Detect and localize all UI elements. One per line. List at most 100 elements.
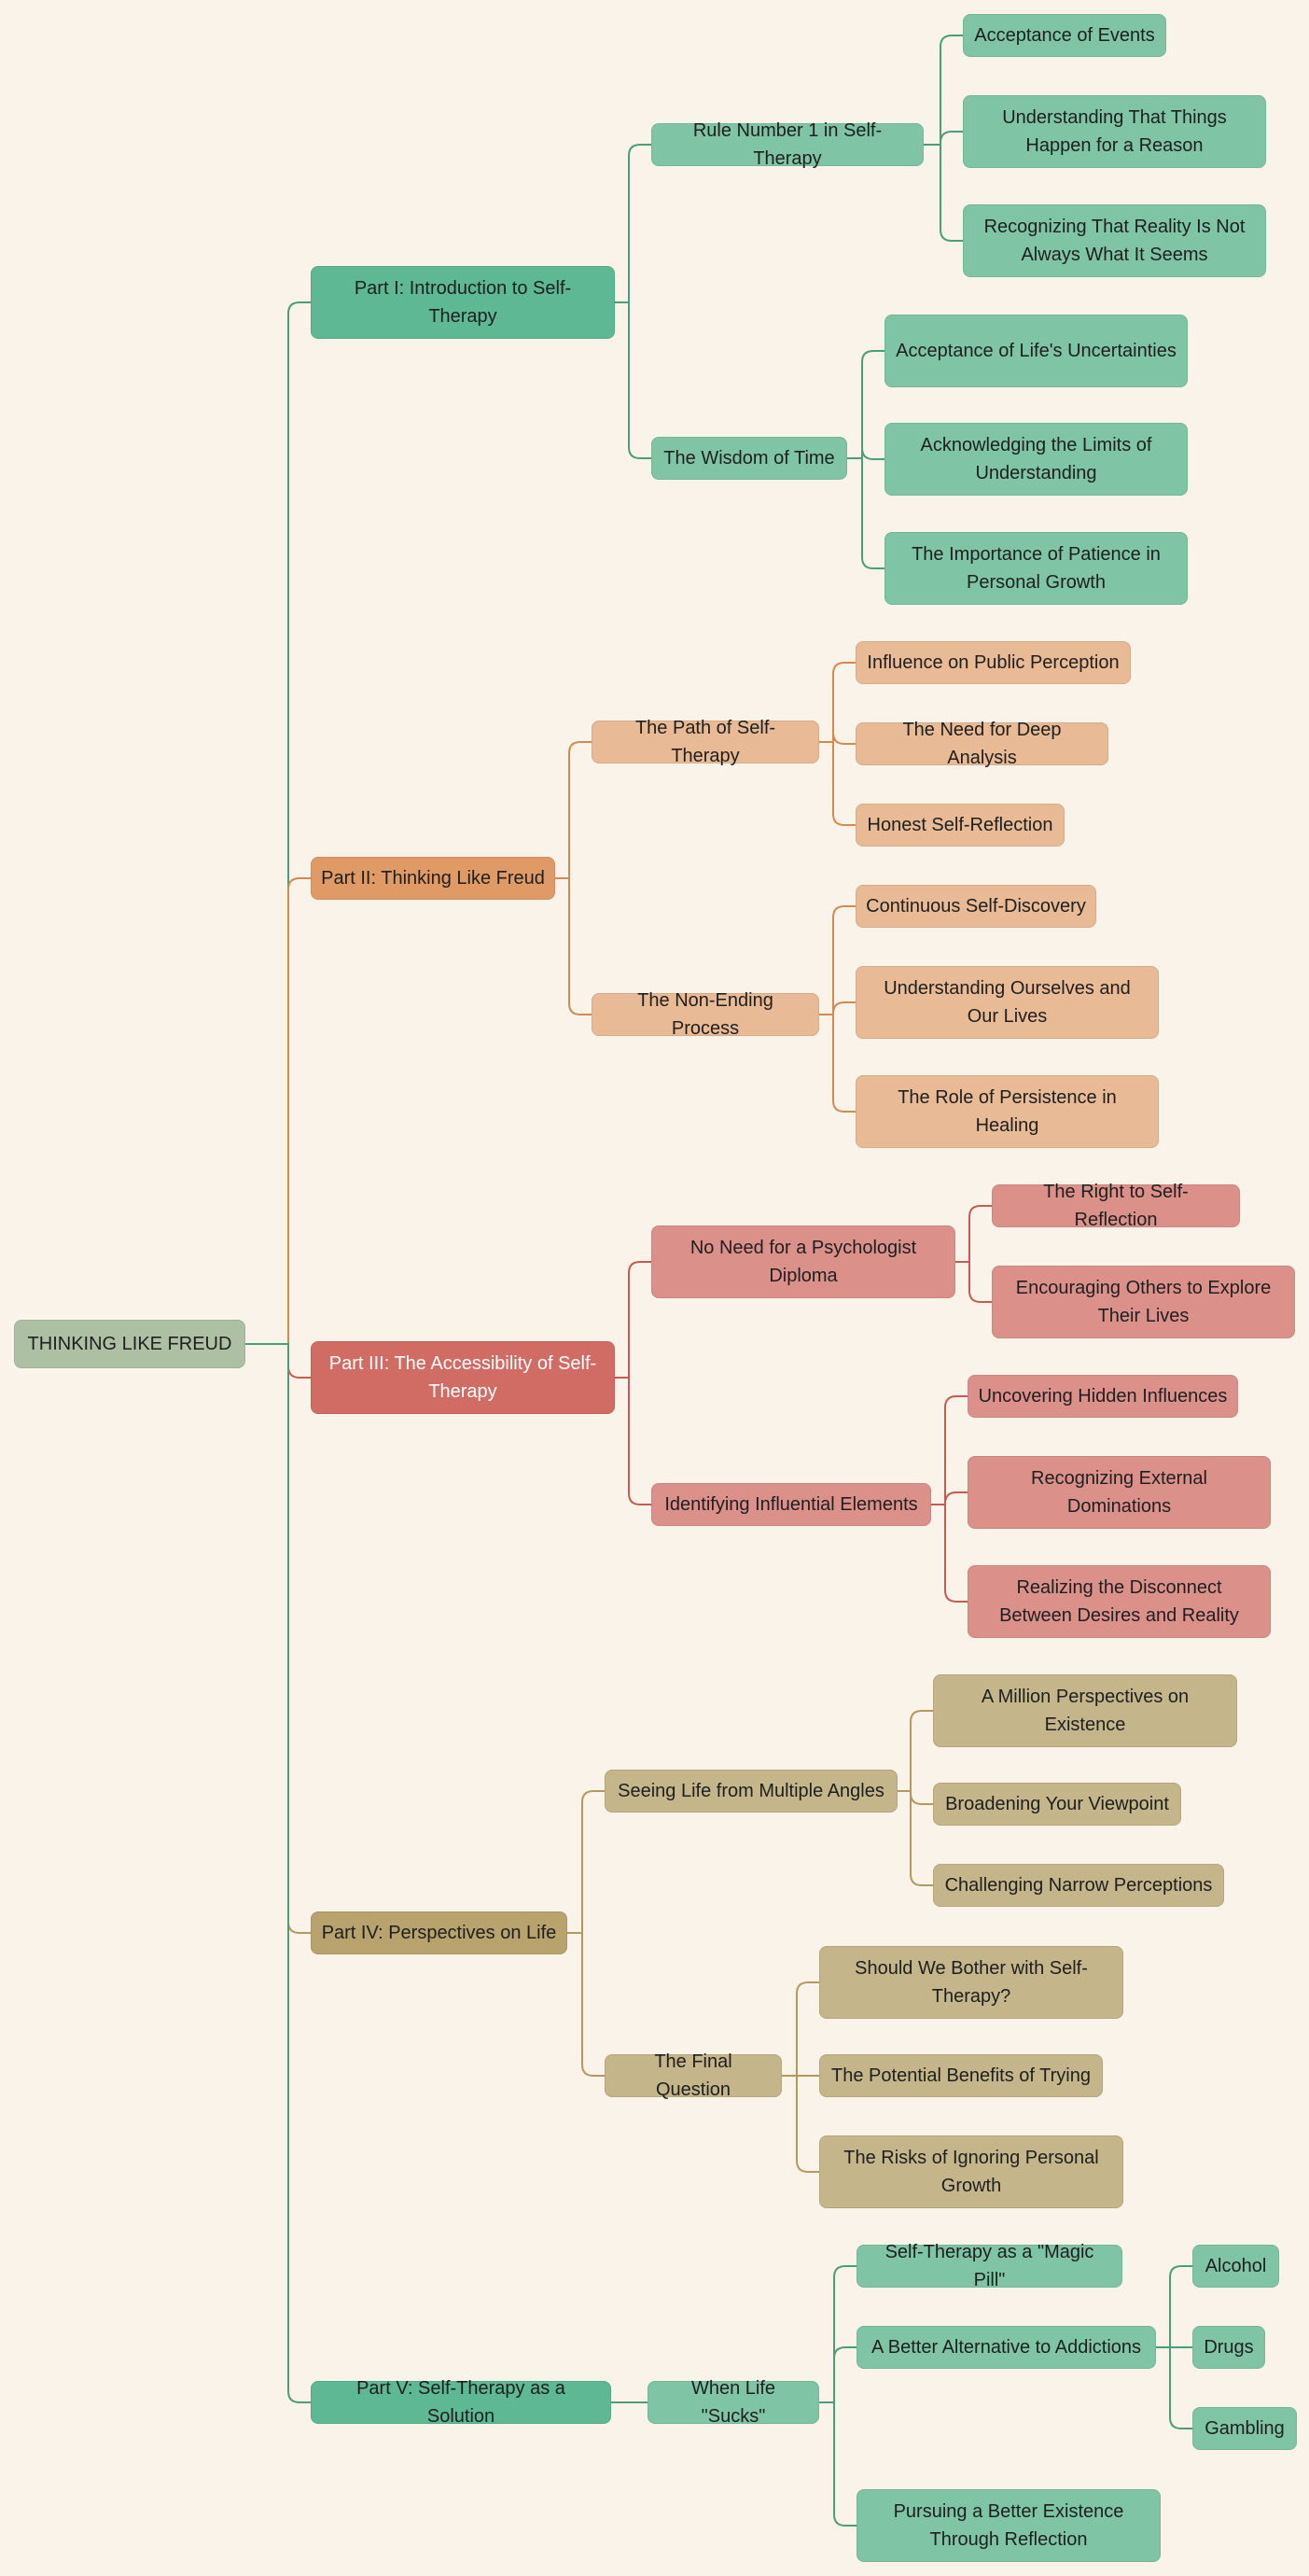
node-the-non-ending-process[interactable]: The Non-Ending Process (592, 990, 819, 1039)
node-understanding-ourselves-and-our-lives[interactable]: Understanding Ourselves and Our Lives (856, 966, 1159, 1039)
connector-p2-p2b (555, 877, 592, 1015)
node-label: Drugs (1204, 2337, 1254, 2358)
node-self-therapy-as-a-magic-pill[interactable]: Self-Therapy as a "Magic Pill" (856, 2242, 1122, 2290)
node-label: Recognizing That Reality Is Not Always W… (983, 217, 1246, 265)
node-understanding-that-things-happen-for-a-reason[interactable]: Understanding That Things Happen for a R… (963, 95, 1266, 168)
connector-p1a-p1a2 (924, 131, 963, 146)
connector-p3a-p3a1 (955, 1205, 992, 1263)
node-pursuing-a-better-existence-through-reflection[interactable]: Pursuing a Better Existence Through Refl… (856, 2489, 1161, 2562)
connector-p5a2-p5a2z (1156, 2346, 1192, 2429)
node-label: The Role of Persistence in Healing (898, 1087, 1117, 1136)
node-label: The Potential Benefits of Trying (831, 2065, 1091, 2086)
node-challenging-narrow-perceptions[interactable]: Challenging Narrow Perceptions (933, 1864, 1224, 1907)
connector-p3a-p3a2 (955, 1261, 992, 1303)
node-label: The Wisdom of Time (663, 448, 835, 469)
node-label: Continuous Self-Discovery (866, 896, 1086, 917)
connector-p2b-p2b1 (819, 905, 856, 1015)
connector-root-p4 (245, 1343, 311, 1934)
node-label: Understanding Ourselves and Our Lives (884, 978, 1131, 1027)
node-part-i-introduction-to-self-therapy[interactable]: Part I: Introduction to Self-Therapy (311, 266, 615, 339)
node-label: Part V: Self-Therapy as a Solution (356, 2378, 565, 2427)
node-label: The Right to Self-Reflection (1043, 1182, 1189, 1230)
node-part-v-self-therapy-as-a-solution[interactable]: Part V: Self-Therapy as a Solution (311, 2378, 611, 2427)
node-label: The Non-Ending Process (637, 990, 773, 1039)
connector-p1b-p1b1 (847, 350, 884, 459)
node-label: Acknowledging the Limits of Understandin… (920, 435, 1152, 483)
connector-p2b-p2b3 (819, 1014, 856, 1113)
node-label: When Life "Sucks" (690, 2378, 776, 2427)
node-label: Part II: Thinking Like Freud (321, 868, 545, 889)
node-influence-on-public-perception[interactable]: Influence on Public Perception (856, 641, 1131, 684)
connector-p2b-p2b2 (819, 1001, 856, 1015)
node-should-we-bother-with-self-therapy[interactable]: Should We Bother with Self-Therapy? (819, 1946, 1123, 2019)
node-the-path-of-self-therapy[interactable]: The Path of Self-Therapy (592, 718, 819, 766)
node-alcohol[interactable]: Alcohol (1192, 2245, 1279, 2288)
connector-p1b-p1b2 (847, 447, 884, 460)
node-label: THINKING LIKE FREUD (27, 1334, 232, 1354)
node-the-role-of-persistence-in-healing[interactable]: The Role of Persistence in Healing (856, 1075, 1159, 1148)
node-acceptance-of-life-s-uncertainties[interactable]: Acceptance of Life's Uncertainties (884, 315, 1188, 387)
connector-p1a-p1a3 (924, 144, 963, 242)
connector-p2-p2a (555, 741, 592, 879)
node-acceptance-of-events[interactable]: Acceptance of Events (963, 14, 1166, 57)
node-label: Self-Therapy as a "Magic Pill" (884, 2242, 1094, 2290)
node-label: Broadening Your Viewpoint (945, 1794, 1169, 1814)
connector-root-p2 (245, 877, 311, 1345)
node-label: Seeing Life from Multiple Angles (618, 1781, 884, 1801)
node-acknowledging-the-limits-of-understanding[interactable]: Acknowledging the Limits of Understandin… (884, 423, 1188, 496)
connector-p4b-p4b1 (782, 1981, 819, 2077)
connector-p4-p4b (567, 1932, 605, 2077)
connector-p4b-p4b3 (782, 2075, 819, 2173)
node-part-iv-perspectives-on-life[interactable]: Part IV: Perspectives on Life (311, 1911, 567, 1954)
node-label: Honest Self-Reflection (867, 815, 1053, 835)
node-recognizing-external-dominations[interactable]: Recognizing External Dominations (968, 1456, 1271, 1529)
connector-root-p1 (245, 301, 311, 1345)
node-label: Gambling (1205, 2418, 1285, 2439)
node-gambling[interactable]: Gambling (1192, 2407, 1297, 2450)
node-a-million-perspectives-on-existence[interactable]: A Million Perspectives on Existence (933, 1674, 1237, 1747)
node-label: Should We Bother with Self-Therapy? (855, 1958, 1088, 2007)
node-part-ii-thinking-like-freud[interactable]: Part II: Thinking Like Freud (311, 857, 555, 900)
node-recognizing-that-reality-is-not-always-what-it-seems[interactable]: Recognizing That Reality Is Not Always W… (963, 204, 1266, 277)
node-label: The Path of Self-Therapy (634, 718, 776, 766)
node-the-risks-of-ignoring-personal-growth[interactable]: The Risks of Ignoring Personal Growth (819, 2135, 1123, 2208)
node-label: Influence on Public Perception (867, 652, 1120, 673)
connector-p3-p3a (615, 1261, 651, 1379)
node-when-life-sucks[interactable]: When Life "Sucks" (648, 2378, 819, 2427)
connector-p3b-p3b3 (931, 1504, 968, 1603)
node-label: Recognizing External Dominations (1031, 1468, 1207, 1517)
node-a-better-alternative-to-addictions[interactable]: A Better Alternative to Addictions (856, 2326, 1156, 2369)
node-label: Understanding That Things Happen for a R… (1002, 107, 1227, 156)
connector-p2a-p2a2 (819, 732, 856, 745)
node-label: Identifying Influential Elements (664, 1494, 918, 1515)
connector-p3b-p3b2 (931, 1491, 968, 1505)
node-seeing-life-from-multiple-angles[interactable]: Seeing Life from Multiple Angles (605, 1770, 898, 1813)
node-no-need-for-a-psychologist-diploma[interactable]: No Need for a Psychologist Diploma (651, 1225, 955, 1298)
node-the-need-for-deep-analysis[interactable]: The Need for Deep Analysis (856, 720, 1108, 768)
node-continuous-self-discovery[interactable]: Continuous Self-Discovery (856, 885, 1096, 928)
connector-p5a-p5a1 (819, 2265, 856, 2403)
connector-p4-p4a (567, 1790, 605, 1934)
connector-p3-p3b (615, 1377, 651, 1505)
node-label: Part I: Introduction to Self-Therapy (354, 278, 572, 327)
node-label: Realizing the Disconnect Between Desires… (999, 1577, 1239, 1626)
node-thinking-like-freud[interactable]: THINKING LIKE FREUD (14, 1320, 245, 1368)
node-encouraging-others-to-explore-their-lives[interactable]: Encouraging Others to Explore Their Live… (992, 1266, 1295, 1338)
node-the-potential-benefits-of-trying[interactable]: The Potential Benefits of Trying (819, 2054, 1103, 2097)
node-part-iii-the-accessibility-of-self-therapy[interactable]: Part III: The Accessibility of Self-Ther… (311, 1341, 615, 1414)
node-uncovering-hidden-influences[interactable]: Uncovering Hidden Influences (968, 1375, 1238, 1418)
node-label: The Importance of Patience in Personal G… (912, 544, 1161, 593)
node-drugs[interactable]: Drugs (1192, 2326, 1265, 2369)
node-rule-number-1-in-self-therapy[interactable]: Rule Number 1 in Self-Therapy (651, 120, 924, 169)
node-identifying-influential-elements[interactable]: Identifying Influential Elements (651, 1483, 931, 1526)
node-the-final-question[interactable]: The Final Question (605, 2051, 782, 2100)
node-the-right-to-self-reflection[interactable]: The Right to Self-Reflection (992, 1182, 1240, 1230)
node-the-importance-of-patience-in-personal-growth[interactable]: The Importance of Patience in Personal G… (884, 532, 1188, 605)
node-broadening-your-viewpoint[interactable]: Broadening Your Viewpoint (933, 1783, 1181, 1826)
node-label: Pursuing a Better Existence Through Refl… (893, 2501, 1124, 2550)
node-realizing-the-disconnect-between-desires-and-reality[interactable]: Realizing the Disconnect Between Desires… (968, 1565, 1271, 1638)
node-honest-self-reflection[interactable]: Honest Self-Reflection (856, 804, 1065, 847)
node-the-wisdom-of-time[interactable]: The Wisdom of Time (651, 437, 847, 480)
